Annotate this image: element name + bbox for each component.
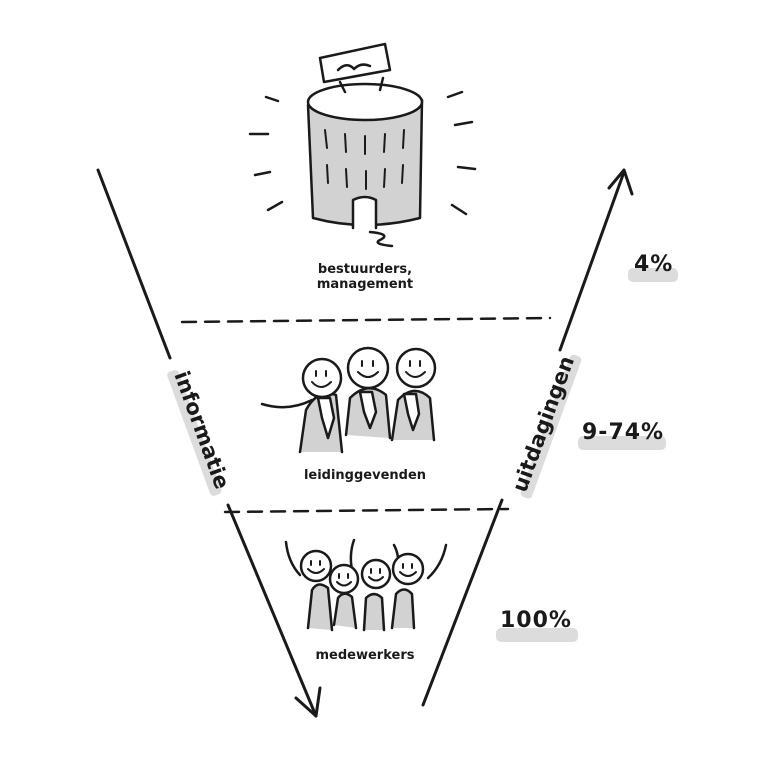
- pct-label-leaders: 9-74%: [582, 420, 665, 445]
- leaders-icon: [260, 346, 437, 454]
- separator-top: [180, 316, 552, 324]
- uitdagingen-arrow: [421, 168, 634, 707]
- pct-label-management: 4%: [634, 252, 674, 277]
- pct-label-employees: 100%: [500, 608, 572, 633]
- tier-label-management: bestuurders, management: [300, 262, 430, 292]
- tier-label-leaders: leidinggevenden: [303, 468, 427, 483]
- separator-bottom: [223, 507, 510, 514]
- pct-highlight-top: [628, 268, 678, 282]
- pct-highlight-middle: [578, 436, 666, 450]
- pct-highlight-bottom: [496, 628, 578, 642]
- informatie-arrow: [96, 168, 322, 718]
- tier-label-line2: management: [316, 277, 414, 292]
- tier-label-line1: bestuurders,: [317, 262, 413, 277]
- tier-label-employees: medewerkers: [315, 648, 415, 663]
- building-icon: [248, 42, 477, 248]
- employees-icon: [284, 538, 448, 632]
